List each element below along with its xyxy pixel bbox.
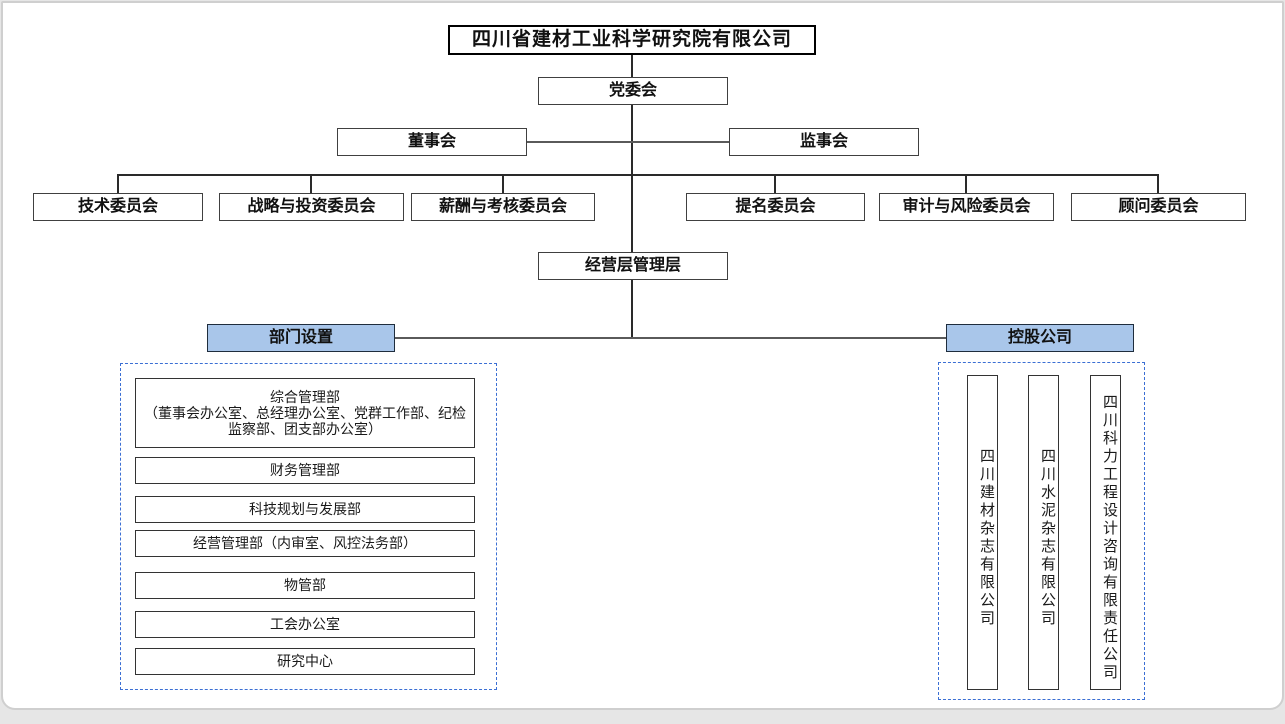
party-committee-label: 党委会 — [608, 81, 657, 99]
holdings-header-label: 控股公司 — [1007, 328, 1072, 346]
board-of-directors-box: 董事会 — [337, 128, 527, 156]
committee-advisory-box: 顾问委员会 — [1071, 193, 1246, 221]
supervisory-board-label: 监事会 — [799, 132, 848, 150]
connector-tick-committee-1 — [117, 175, 119, 193]
dept-union-office-box: 工会办公室 — [135, 611, 475, 638]
connector-center-vertical — [631, 105, 633, 252]
holding-keli-engineering-box: 四川科力工程设计咨询有限责任公司 — [1090, 375, 1121, 690]
dept-tech-planning-label: 科技规划与发展部 — [249, 501, 361, 518]
committee-audit-risk-box: 审计与风险委员会 — [879, 193, 1054, 221]
committee-strategy-investment-label: 战略与投资委员会 — [247, 197, 376, 215]
committee-compensation-appraisal-box: 薪酬与考核委员会 — [411, 193, 595, 221]
connector-committee-spine — [117, 174, 1159, 176]
departments-header-box: 部门设置 — [207, 324, 395, 352]
connector-tick-committee-2 — [310, 175, 312, 193]
management-layer-label: 经营层管理层 — [584, 256, 681, 274]
dept-tech-planning-box: 科技规划与发展部 — [135, 496, 475, 523]
departments-group-border — [120, 363, 497, 690]
departments-header-label: 部门设置 — [268, 328, 333, 346]
committee-advisory-label: 顾问委员会 — [1118, 197, 1199, 215]
root-company-label: 四川省建材工业科学研究院有限公司 — [471, 29, 792, 51]
dept-operations-label: 经营管理部（内审室、风控法务部） — [193, 535, 417, 552]
committee-nomination-label: 提名委员会 — [735, 197, 816, 215]
committee-audit-risk-label: 审计与风险委员会 — [902, 197, 1031, 215]
holding-cement-magazine-label: 四川水泥杂志有限公司 — [1039, 447, 1056, 628]
connector-tick-committee-4 — [774, 175, 776, 193]
holding-keli-engineering-label: 四川科力工程设计咨询有限责任公司 — [1101, 393, 1118, 682]
dept-finance-label: 财务管理部 — [270, 462, 340, 479]
committee-strategy-investment-box: 战略与投资委员会 — [219, 193, 404, 221]
dept-research-center-box: 研究中心 — [135, 648, 475, 675]
dept-property-box: 物管部 — [135, 572, 475, 599]
connector-tick-committee-5 — [965, 175, 967, 193]
dept-union-office-label: 工会办公室 — [270, 616, 340, 633]
connector-title-to-party — [631, 54, 633, 77]
connector-management-down — [631, 280, 633, 338]
supervisory-board-box: 监事会 — [729, 128, 919, 156]
committee-technology-box: 技术委员会 — [33, 193, 203, 221]
dept-research-center-label: 研究中心 — [277, 653, 333, 670]
connector-tick-committee-6 — [1157, 175, 1159, 193]
committee-technology-label: 技术委员会 — [77, 197, 158, 215]
management-layer-box: 经营层管理层 — [538, 252, 728, 280]
connector-dept-holding — [395, 337, 946, 339]
committee-compensation-appraisal-label: 薪酬与考核委员会 — [438, 197, 567, 215]
holding-cement-magazine-box: 四川水泥杂志有限公司 — [1028, 375, 1059, 690]
dept-finance-box: 财务管理部 — [135, 457, 475, 484]
dept-general-management-box: 综合管理部 （董事会办公室、总经理办公室、党群工作部、纪检监察部、团支部办公室） — [135, 378, 475, 448]
holding-jiancai-magazine-box: 四川建材杂志有限公司 — [967, 375, 998, 690]
holdings-group-border — [938, 362, 1145, 700]
dept-general-management-label: 综合管理部 — [270, 388, 340, 405]
connector-tick-committee-3 — [502, 175, 504, 193]
holdings-header-box: 控股公司 — [946, 324, 1134, 352]
connector-board-supervisory — [527, 141, 729, 143]
dept-property-label: 物管部 — [284, 577, 326, 594]
dept-operations-box: 经营管理部（内审室、风控法务部） — [135, 530, 475, 557]
holding-jiancai-magazine-label: 四川建材杂志有限公司 — [978, 447, 995, 628]
committee-nomination-box: 提名委员会 — [686, 193, 865, 221]
board-of-directors-label: 董事会 — [407, 132, 456, 150]
root-company-box: 四川省建材工业科学研究院有限公司 — [448, 25, 816, 55]
party-committee-box: 党委会 — [538, 77, 728, 105]
dept-general-management-detail: （董事会办公室、总经理办公室、党群工作部、纪检监察部、团支部办公室） — [144, 404, 466, 438]
